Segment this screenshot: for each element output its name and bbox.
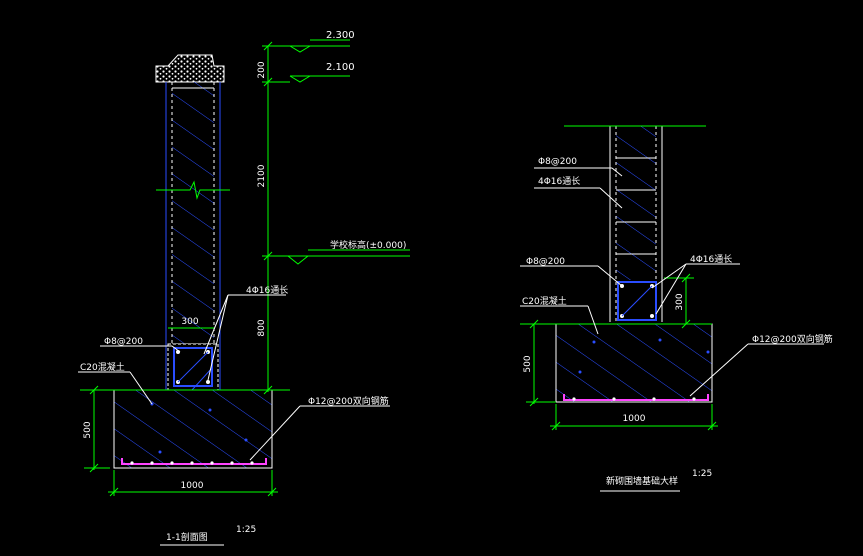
left-leaders (78, 294, 390, 461)
wall-body (156, 82, 230, 390)
section-scale: 1:25 (236, 525, 256, 535)
elevation-mid: 2.100 (326, 62, 355, 73)
wall-cap (155, 54, 225, 83)
detail-title: 新砌围墙基础大样 (606, 475, 678, 487)
dim-beam-width: 300 (181, 317, 198, 327)
section-title: 1-1剖面图 (166, 531, 208, 543)
ring-beam (167, 343, 219, 391)
dim-footing-width: 1000 (181, 481, 204, 491)
left-section: 200 2100 800 2.300 2.100 学校标高(±0.000) 30… (78, 30, 410, 546)
dim-footing-height: 500 (83, 421, 93, 438)
detail-label-concrete: C20混凝土 (522, 295, 567, 307)
detail-label-main-bar-top: 4Φ16通长 (538, 175, 580, 187)
detail-dim-beam-height: 300 (675, 293, 685, 310)
detail-label-stirrup-top: Φ8@200 (538, 157, 577, 167)
label-main-bar: 4Φ16通长 (246, 284, 288, 296)
elevation-ground: 学校标高(±0.000) (330, 239, 406, 251)
label-stirrup: Φ8@200 (104, 337, 143, 347)
detail-scale: 1:25 (692, 469, 712, 479)
elevation-top: 2.300 (326, 30, 355, 41)
detail-dim-footing-height: 500 (523, 355, 533, 372)
detail-label-main-bar: 4Φ16通长 (690, 253, 732, 265)
detail-label-stirrup: Φ8@200 (526, 257, 565, 267)
dim-wall-height: 2100 (257, 164, 267, 187)
detail-dim-footing-width: 1000 (623, 414, 646, 424)
dim-beam-height: 800 (257, 319, 267, 336)
footing-width-dim (108, 470, 278, 497)
dim-cap-height: 200 (257, 61, 267, 78)
right-section: 300 500 1000 Φ8@200 4Φ16通长 Φ8@200 4Φ16通长… (520, 125, 833, 492)
footing (80, 389, 290, 469)
detail-footing (520, 323, 713, 403)
detail-dimensions (526, 273, 718, 431)
label-concrete: C20混凝土 (80, 361, 125, 373)
elevation-markers (287, 39, 410, 265)
label-mesh: Φ12@200双向钢筋 (308, 395, 389, 407)
left-vertical-dimensions (262, 41, 290, 395)
detail-column (564, 125, 706, 322)
detail-label-mesh: Φ12@200双向钢筋 (752, 333, 833, 345)
detail-leaders (520, 167, 824, 397)
footing-height-dim (84, 385, 110, 473)
